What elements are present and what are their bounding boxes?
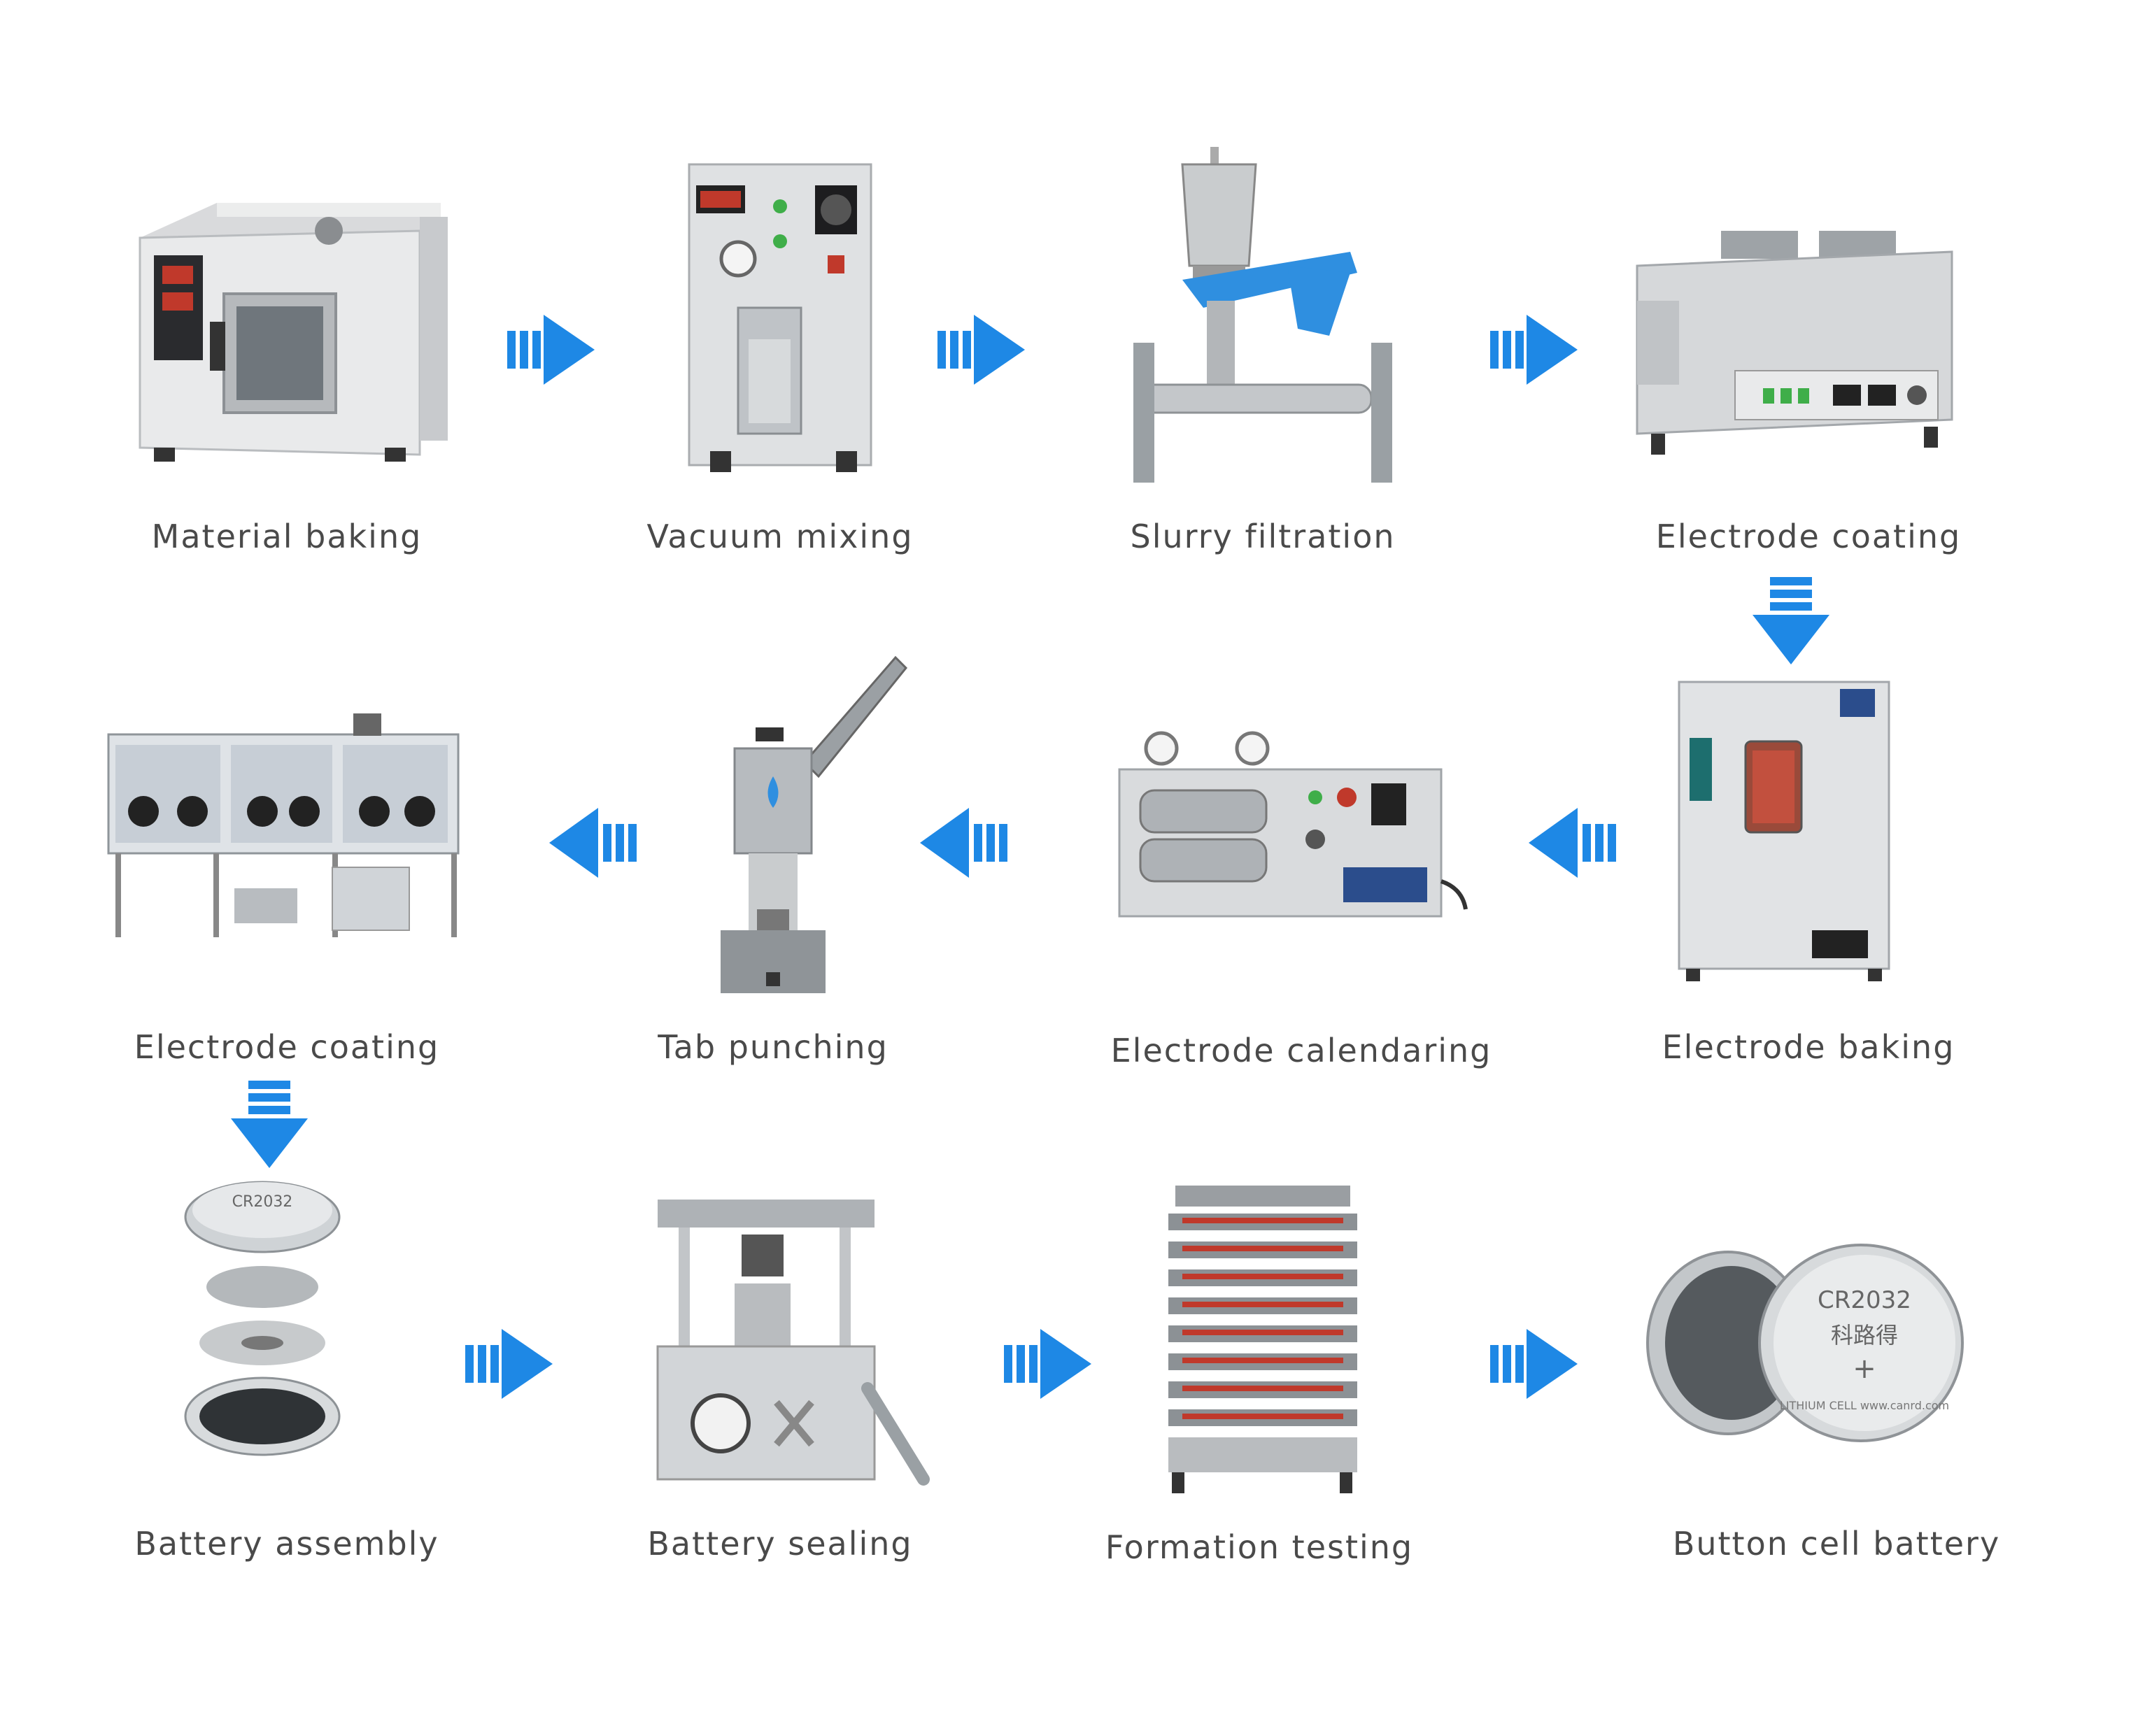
step-label: Electrode coating	[1655, 518, 1962, 555]
arrow-left-icon	[549, 808, 637, 878]
step-label: Tab punching	[658, 1028, 888, 1066]
step-label: Material baking	[151, 518, 423, 555]
glove-box-icon	[107, 713, 460, 937]
button-cell-icon: CR2032 科路得 + LITHIUM CELL www.canrd.com	[1646, 1244, 1964, 1442]
cell-model-text: CR2032	[232, 1193, 293, 1211]
vacuum-mixer-icon	[688, 163, 872, 472]
arrow-left-icon	[920, 808, 1007, 878]
arrow-right-icon	[937, 315, 1025, 385]
step-label: Battery sealing	[647, 1525, 913, 1563]
step-label: Formation testing	[1105, 1528, 1414, 1566]
step-label: Electrode baking	[1662, 1028, 1955, 1066]
cell-brand-text: 科路得	[1831, 1322, 1898, 1349]
plus-sign: +	[1853, 1353, 1876, 1385]
cell-model-text: CR2032	[1818, 1286, 1911, 1314]
arrow-right-icon	[1490, 315, 1578, 385]
cell-line-text: LITHIUM CELL www.canrd.com	[1780, 1399, 1949, 1412]
vacuum-filter-icon	[1133, 147, 1392, 483]
arrow-down-icon	[231, 1081, 308, 1168]
arrow-right-icon	[1004, 1329, 1091, 1399]
crimping-machine-icon	[656, 1200, 930, 1486]
cell-components-icon: CR2032	[184, 1181, 341, 1456]
coating-machine-icon	[1636, 231, 1953, 455]
step-label: Slurry filtration	[1130, 518, 1396, 555]
battery-tester-rack-icon	[1168, 1186, 1357, 1493]
arrow-right-icon	[1490, 1329, 1578, 1399]
arrow-right-icon	[465, 1329, 553, 1399]
drying-oven-icon	[139, 203, 448, 462]
vacuum-oven-icon	[1678, 681, 1890, 981]
arrow-left-icon	[1529, 808, 1616, 878]
step-label: Battery assembly	[134, 1525, 439, 1563]
step-label: Electrode coating	[134, 1028, 440, 1066]
step-label: Electrode calendaring	[1110, 1032, 1492, 1069]
punching-machine-icon	[721, 655, 908, 993]
arrow-down-icon	[1753, 577, 1829, 664]
roller-press-icon	[1118, 731, 1468, 918]
arrow-right-icon	[507, 315, 595, 385]
step-label: Vacuum mixing	[646, 518, 914, 555]
step-label: Button cell battery	[1672, 1525, 2001, 1563]
